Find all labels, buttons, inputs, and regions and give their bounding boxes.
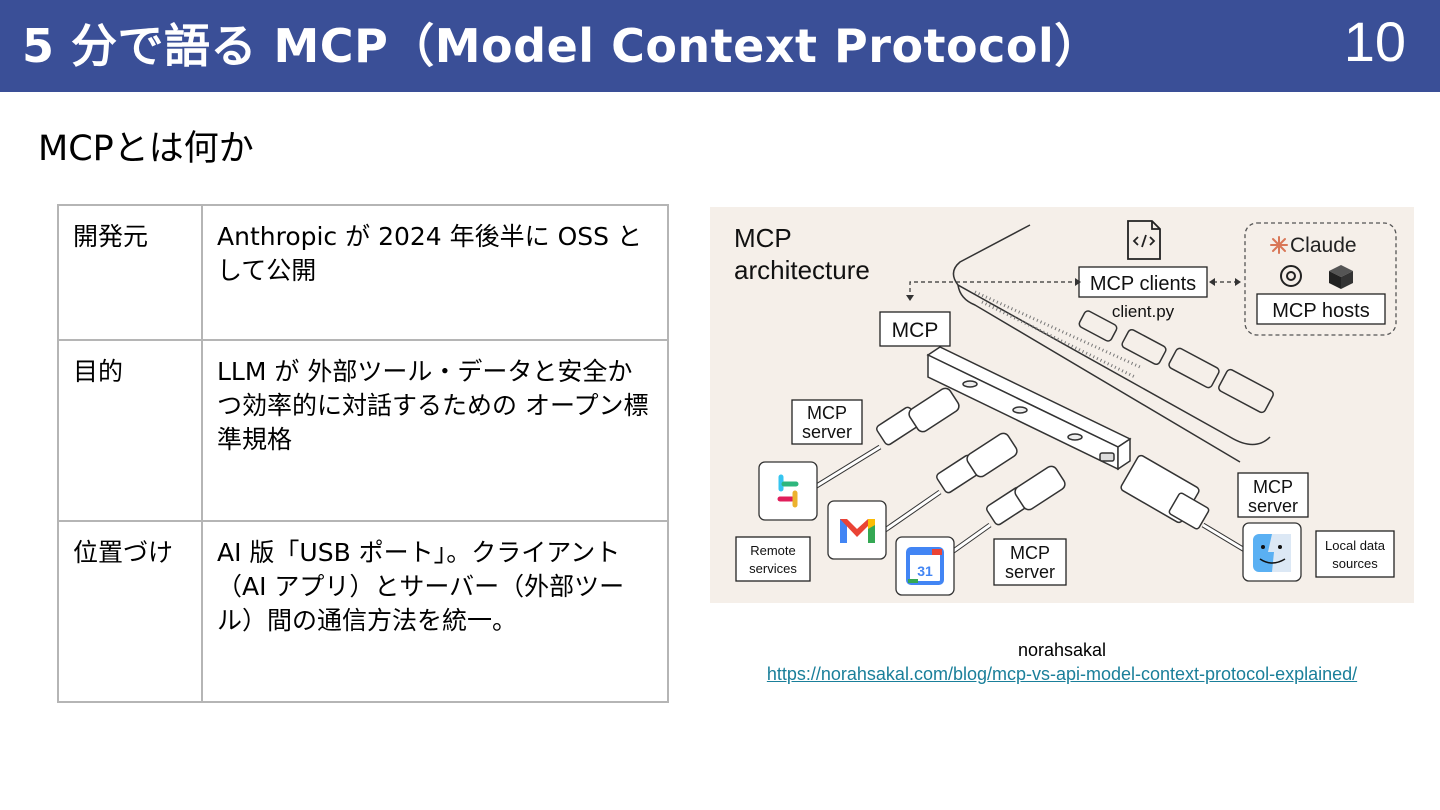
mcp-server-label-line1: MCP bbox=[807, 403, 847, 423]
mcp-server-box bbox=[993, 538, 1067, 586]
table-cell-value: LLM が 外部ツール・データと安全かつ効率的に対話するための オープン標準規格 bbox=[201, 339, 669, 522]
mcp-label: MCP bbox=[892, 319, 939, 342]
credit-link[interactable]: https://norahsakal.com/blog/mcp-vs-api-m… bbox=[766, 664, 1358, 684]
mcp-clients-box bbox=[1078, 266, 1208, 298]
mcp-clients-label: MCP clients bbox=[1090, 273, 1196, 295]
mcp-hosts-group bbox=[1244, 222, 1397, 336]
section-title: MCPとは何か bbox=[38, 129, 254, 169]
mcp-box bbox=[879, 311, 951, 347]
claude-asterisk-icon bbox=[1270, 236, 1288, 254]
slack-icon bbox=[777, 474, 799, 508]
remote-services-box bbox=[735, 536, 811, 582]
laptop-illustration bbox=[952, 224, 1274, 463]
local-data-line2: sources bbox=[1332, 556, 1378, 571]
calendar-date: 31 bbox=[917, 563, 933, 579]
mcp-server-label-line2: server bbox=[1005, 562, 1055, 582]
mcp-server-label-line2: server bbox=[802, 422, 852, 442]
table-cell-key: 位置づけ bbox=[57, 520, 203, 703]
openai-icon bbox=[1280, 265, 1302, 287]
mcp-architecture-figure: MCP architecture MCP clients client.py bbox=[710, 207, 1414, 603]
mcp-server-label-line1: MCP bbox=[1253, 477, 1293, 497]
mcp-server-label-line2: server bbox=[1248, 496, 1298, 516]
figure-credit: norahsakal https://norahsakal.com/blog/m… bbox=[760, 638, 1364, 686]
connector-lines bbox=[909, 281, 1237, 297]
page-number: 10 bbox=[1343, 10, 1406, 73]
usb-hub-illustration bbox=[926, 346, 1132, 471]
claude-label: Claude bbox=[1290, 234, 1357, 257]
remote-services-line2: services bbox=[749, 561, 797, 576]
credit-author: norahsakal bbox=[1017, 640, 1107, 660]
table-cell-key: 開発元 bbox=[57, 204, 203, 341]
table-cell-value: Anthropic が 2024 年後半に OSS として公開 bbox=[201, 204, 669, 341]
figure-title-line2: architecture bbox=[734, 255, 870, 285]
local-data-line1: Local data bbox=[1325, 538, 1386, 553]
table-row: 位置づけ AI 版「USB ポート」。クライアント（AI アプリ）とサーバー（外… bbox=[57, 520, 669, 703]
mcp-architecture-diagram: MCP architecture MCP clients client.py bbox=[734, 220, 1397, 596]
slide-title: 5 分で語る MCP（Model Context Protocol） bbox=[22, 19, 1101, 73]
figure-title-line1: MCP bbox=[734, 223, 792, 253]
slack-tile bbox=[758, 461, 818, 521]
mcp-server-label-line1: MCP bbox=[1010, 543, 1050, 563]
arrow-right-icon bbox=[1235, 278, 1241, 286]
cube-icon bbox=[1329, 265, 1353, 289]
table-row: 開発元 Anthropic が 2024 年後半に OSS として公開 bbox=[57, 204, 669, 341]
arrow-right-icon bbox=[1075, 278, 1081, 286]
calendar-icon: 31 bbox=[906, 547, 944, 585]
table-cell-key: 目的 bbox=[57, 339, 203, 522]
client-file-label: client.py bbox=[1112, 302, 1175, 321]
gmail-icon bbox=[840, 519, 875, 543]
local-data-sources-box bbox=[1315, 530, 1395, 578]
finder-icon bbox=[1253, 534, 1291, 572]
mcp-server-box bbox=[791, 399, 863, 445]
table-row: 目的 LLM が 外部ツール・データと安全かつ効率的に対話するための オープン標… bbox=[57, 339, 669, 522]
mcp-hosts-box bbox=[1256, 293, 1386, 325]
header-bar: 5 分で語る MCP（Model Context Protocol） 10 bbox=[0, 0, 1440, 92]
mcp-hosts-label: MCP hosts bbox=[1272, 300, 1369, 322]
table-cell-value: AI 版「USB ポート」。クライアント（AI アプリ）とサーバー（外部ツール）… bbox=[201, 520, 669, 703]
code-file-icon bbox=[1127, 220, 1161, 260]
remote-services-line1: Remote bbox=[750, 543, 796, 558]
mcp-server-box bbox=[1237, 472, 1309, 518]
arrow-left-icon bbox=[1209, 278, 1215, 286]
info-table: 開発元 Anthropic が 2024 年後半に OSS として公開 目的 L… bbox=[57, 204, 669, 703]
arrow-down-icon bbox=[906, 295, 914, 301]
